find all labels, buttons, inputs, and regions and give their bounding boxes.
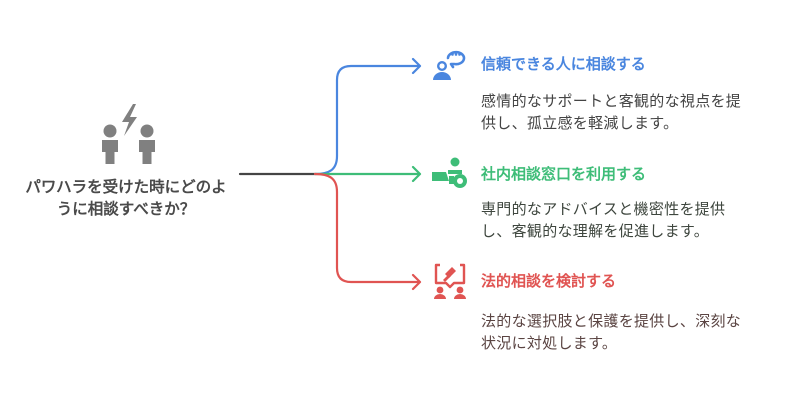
center-topic-title: パワハラを受けた時にどのように相談すべきか？ xyxy=(25,178,227,218)
branch-title-internal-desk: 社内相談窓口を利用する xyxy=(481,165,647,183)
two-people-conflict-icon xyxy=(86,96,166,168)
branch-description-internal-desk: 専門的なアドバイスと機密性を提供し、客観的な理解を促進します。 xyxy=(481,200,726,240)
laptop-person-support-icon xyxy=(430,154,470,192)
branch-description-trusted-person: 感情的なサポートと客観的な視点を提供し、孤立感を軽減します。 xyxy=(481,92,742,132)
branch-description-legal: 法的な選択肢と保護を提供し、深刻な状況に対処します。 xyxy=(481,312,742,352)
legal-gavel-consultation-icon xyxy=(430,262,470,300)
branch-line-internal-desk xyxy=(313,165,422,183)
branch-line-legal xyxy=(313,172,422,291)
branch-line-trusted-person xyxy=(313,57,422,176)
branch-title-trusted-person: 信頼できる人に相談する xyxy=(481,55,646,73)
branch-title-legal: 法的相談を検討する xyxy=(481,272,617,290)
person-speech-bubble-icon xyxy=(430,44,470,82)
